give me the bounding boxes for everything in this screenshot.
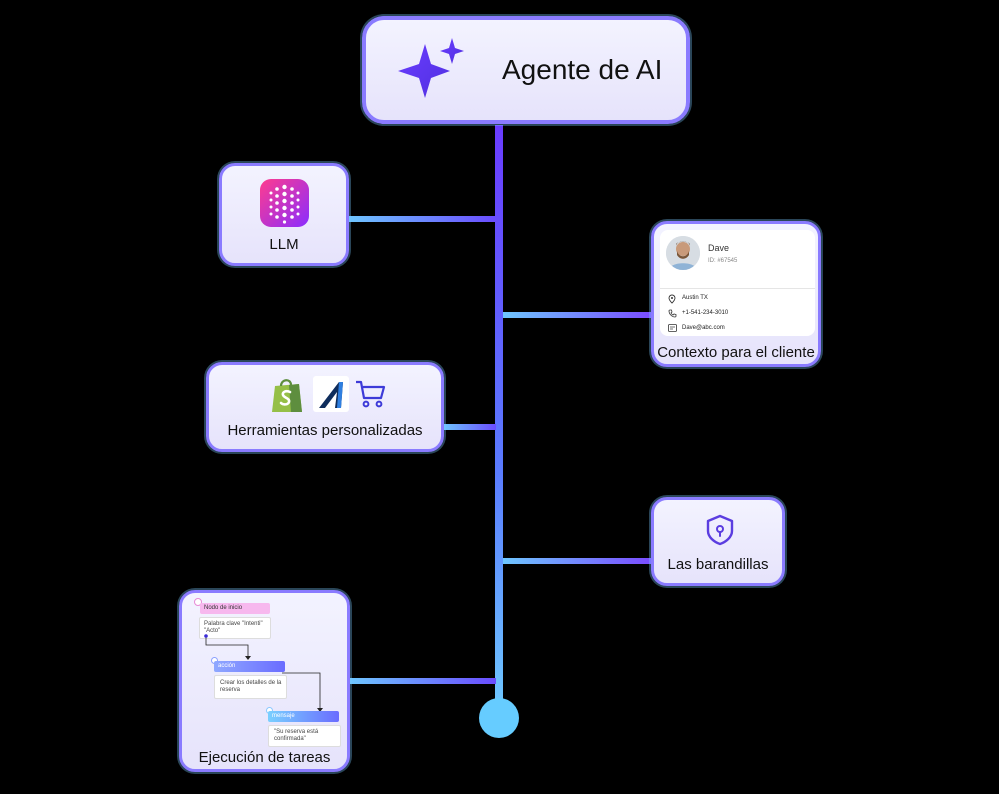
start-node-header: Nodo de inicio xyxy=(200,603,270,614)
tasks-card[interactable]: Nodo de inicio Palabra clave "Intenti" "… xyxy=(179,590,350,772)
customer-email: Dave@abc.com xyxy=(682,325,725,331)
llm-label: LLM xyxy=(269,236,299,253)
terminal-dot xyxy=(479,698,519,738)
shopify-bag-icon xyxy=(272,379,302,412)
customer-name: Dave xyxy=(708,243,730,253)
location-pin-icon xyxy=(668,294,676,304)
branch-guardrails xyxy=(503,558,651,564)
customer-id: ID: #67545 xyxy=(708,258,738,264)
root-agent-card[interactable]: Agente de AI xyxy=(362,16,690,124)
avatar xyxy=(666,236,700,270)
action-node-header: acción xyxy=(214,661,285,672)
tools-label: Herramientas personalizadas xyxy=(227,422,423,439)
sparkles-icon xyxy=(398,38,464,98)
tools-card[interactable]: Herramientas personalizadas xyxy=(206,362,444,452)
branch-context xyxy=(503,312,651,318)
message-icon xyxy=(668,324,677,332)
branch-tools xyxy=(443,424,496,430)
branch-llm xyxy=(348,216,496,222)
arrow-logo-icon xyxy=(313,376,349,412)
context-card[interactable]: Dave ID: #67545 Austin TX +1-541-234-301… xyxy=(651,221,821,367)
llm-card[interactable]: LLM xyxy=(219,163,349,266)
llm-app-icon xyxy=(260,179,309,227)
start-node-body: Palabra clave "Intenti" "Acto" xyxy=(199,617,271,639)
message-node-body: "Su reserva está confirmada" xyxy=(268,725,341,747)
customer-location: Austin TX xyxy=(682,295,708,301)
profile-panel: Dave ID: #67545 Austin TX +1-541-234-301… xyxy=(660,230,815,336)
spine-line xyxy=(495,125,503,705)
action-node-body: Crear los detalles de la reserva xyxy=(214,675,287,699)
message-node-header: mensaje xyxy=(268,711,339,722)
guardrails-label: Las barandillas xyxy=(667,556,769,573)
profile-divider xyxy=(660,288,815,289)
flow-connectors xyxy=(204,634,323,712)
root-agent-title: Agente de AI xyxy=(502,54,663,85)
tasks-label: Ejecución de tareas xyxy=(198,749,331,766)
context-label: Contexto para el cliente xyxy=(657,344,815,361)
branch-tasks xyxy=(350,678,496,684)
start-node-dot xyxy=(194,598,202,606)
shield-lock-icon xyxy=(706,514,734,546)
shopping-cart-icon xyxy=(356,380,386,408)
phone-icon xyxy=(668,309,677,318)
customer-phone: +1-541-234-3010 xyxy=(682,310,729,316)
guardrails-card[interactable]: Las barandillas xyxy=(651,497,785,586)
